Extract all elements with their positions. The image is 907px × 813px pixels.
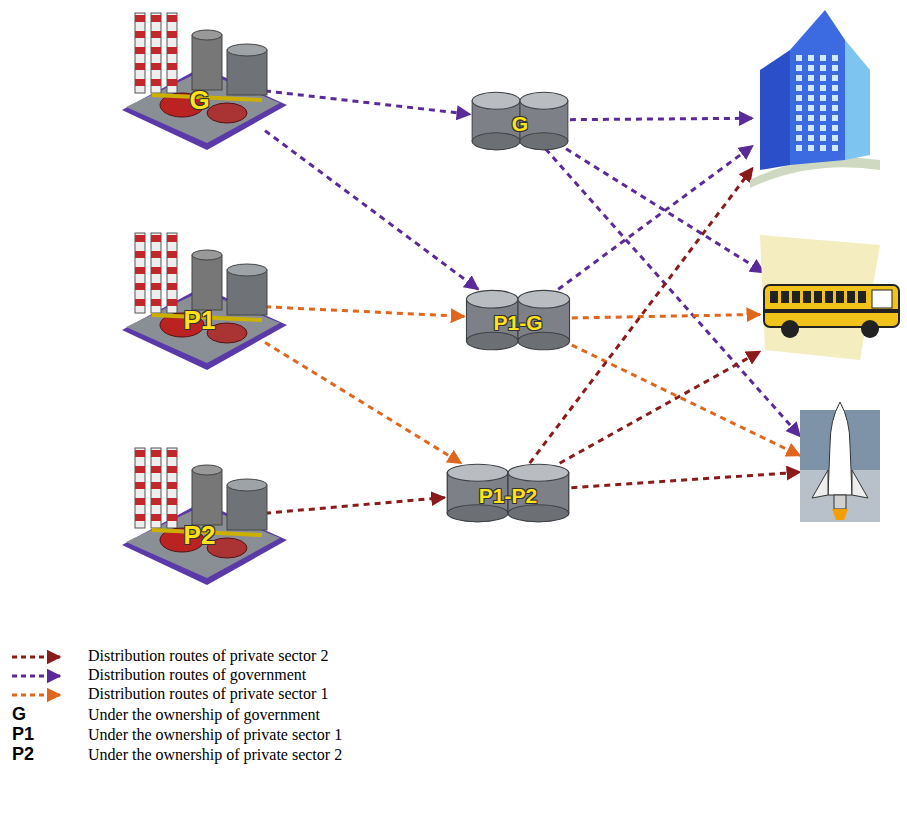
legend-symbol: P2 xyxy=(12,744,34,765)
refinery-icon: P2 xyxy=(112,440,292,590)
legend-text: Distribution routes of government xyxy=(88,666,306,684)
bus-consumer xyxy=(760,235,905,360)
distribution-route xyxy=(265,307,464,317)
legend-text: Under the ownership of private sector 1 xyxy=(88,726,342,744)
refinery-illustration xyxy=(112,440,292,590)
legend-line xyxy=(12,694,60,697)
storage-depot: P1-G xyxy=(462,286,574,352)
shuttle-illustration xyxy=(800,400,880,522)
distribution-route xyxy=(265,131,478,290)
legend-line xyxy=(12,675,60,678)
distribution-route xyxy=(265,343,461,464)
bus-illustration xyxy=(760,235,905,360)
refinery-illustration xyxy=(112,5,292,155)
building-illustration xyxy=(750,10,880,190)
legend-symbol: G xyxy=(12,704,26,725)
owner-label: G xyxy=(189,85,209,116)
distribution-route xyxy=(558,146,752,289)
refinery-icon: G xyxy=(112,5,292,155)
distribution-route xyxy=(560,352,760,464)
distribution-route xyxy=(570,118,753,119)
owner-label: P2 xyxy=(184,520,216,551)
owner-label: P1-P2 xyxy=(479,484,537,508)
storage-depot: G xyxy=(468,88,572,152)
building-consumer xyxy=(750,10,880,190)
legend-symbol: P1 xyxy=(12,724,34,745)
distribution-route xyxy=(571,472,800,488)
owner-label: P1-G xyxy=(493,311,542,335)
distribution-route xyxy=(572,345,800,456)
owner-label: P1 xyxy=(184,305,216,336)
legend-text: Under the ownership of private sector 2 xyxy=(88,746,342,764)
owner-label: G xyxy=(512,112,528,136)
storage-depot: P1-P2 xyxy=(442,460,574,524)
refinery-illustration xyxy=(112,225,292,375)
legend-text: Distribution routes of private sector 1 xyxy=(88,685,328,703)
distribution-route xyxy=(572,314,760,318)
refinery-icon: P1 xyxy=(112,225,292,375)
legend-line xyxy=(12,656,60,659)
shuttle-consumer xyxy=(800,400,880,522)
legend-text: Under the ownership of government xyxy=(88,706,320,724)
legend-text: Distribution routes of private sector 2 xyxy=(88,647,328,665)
distribution-route xyxy=(265,498,445,514)
distribution-route xyxy=(265,91,470,114)
